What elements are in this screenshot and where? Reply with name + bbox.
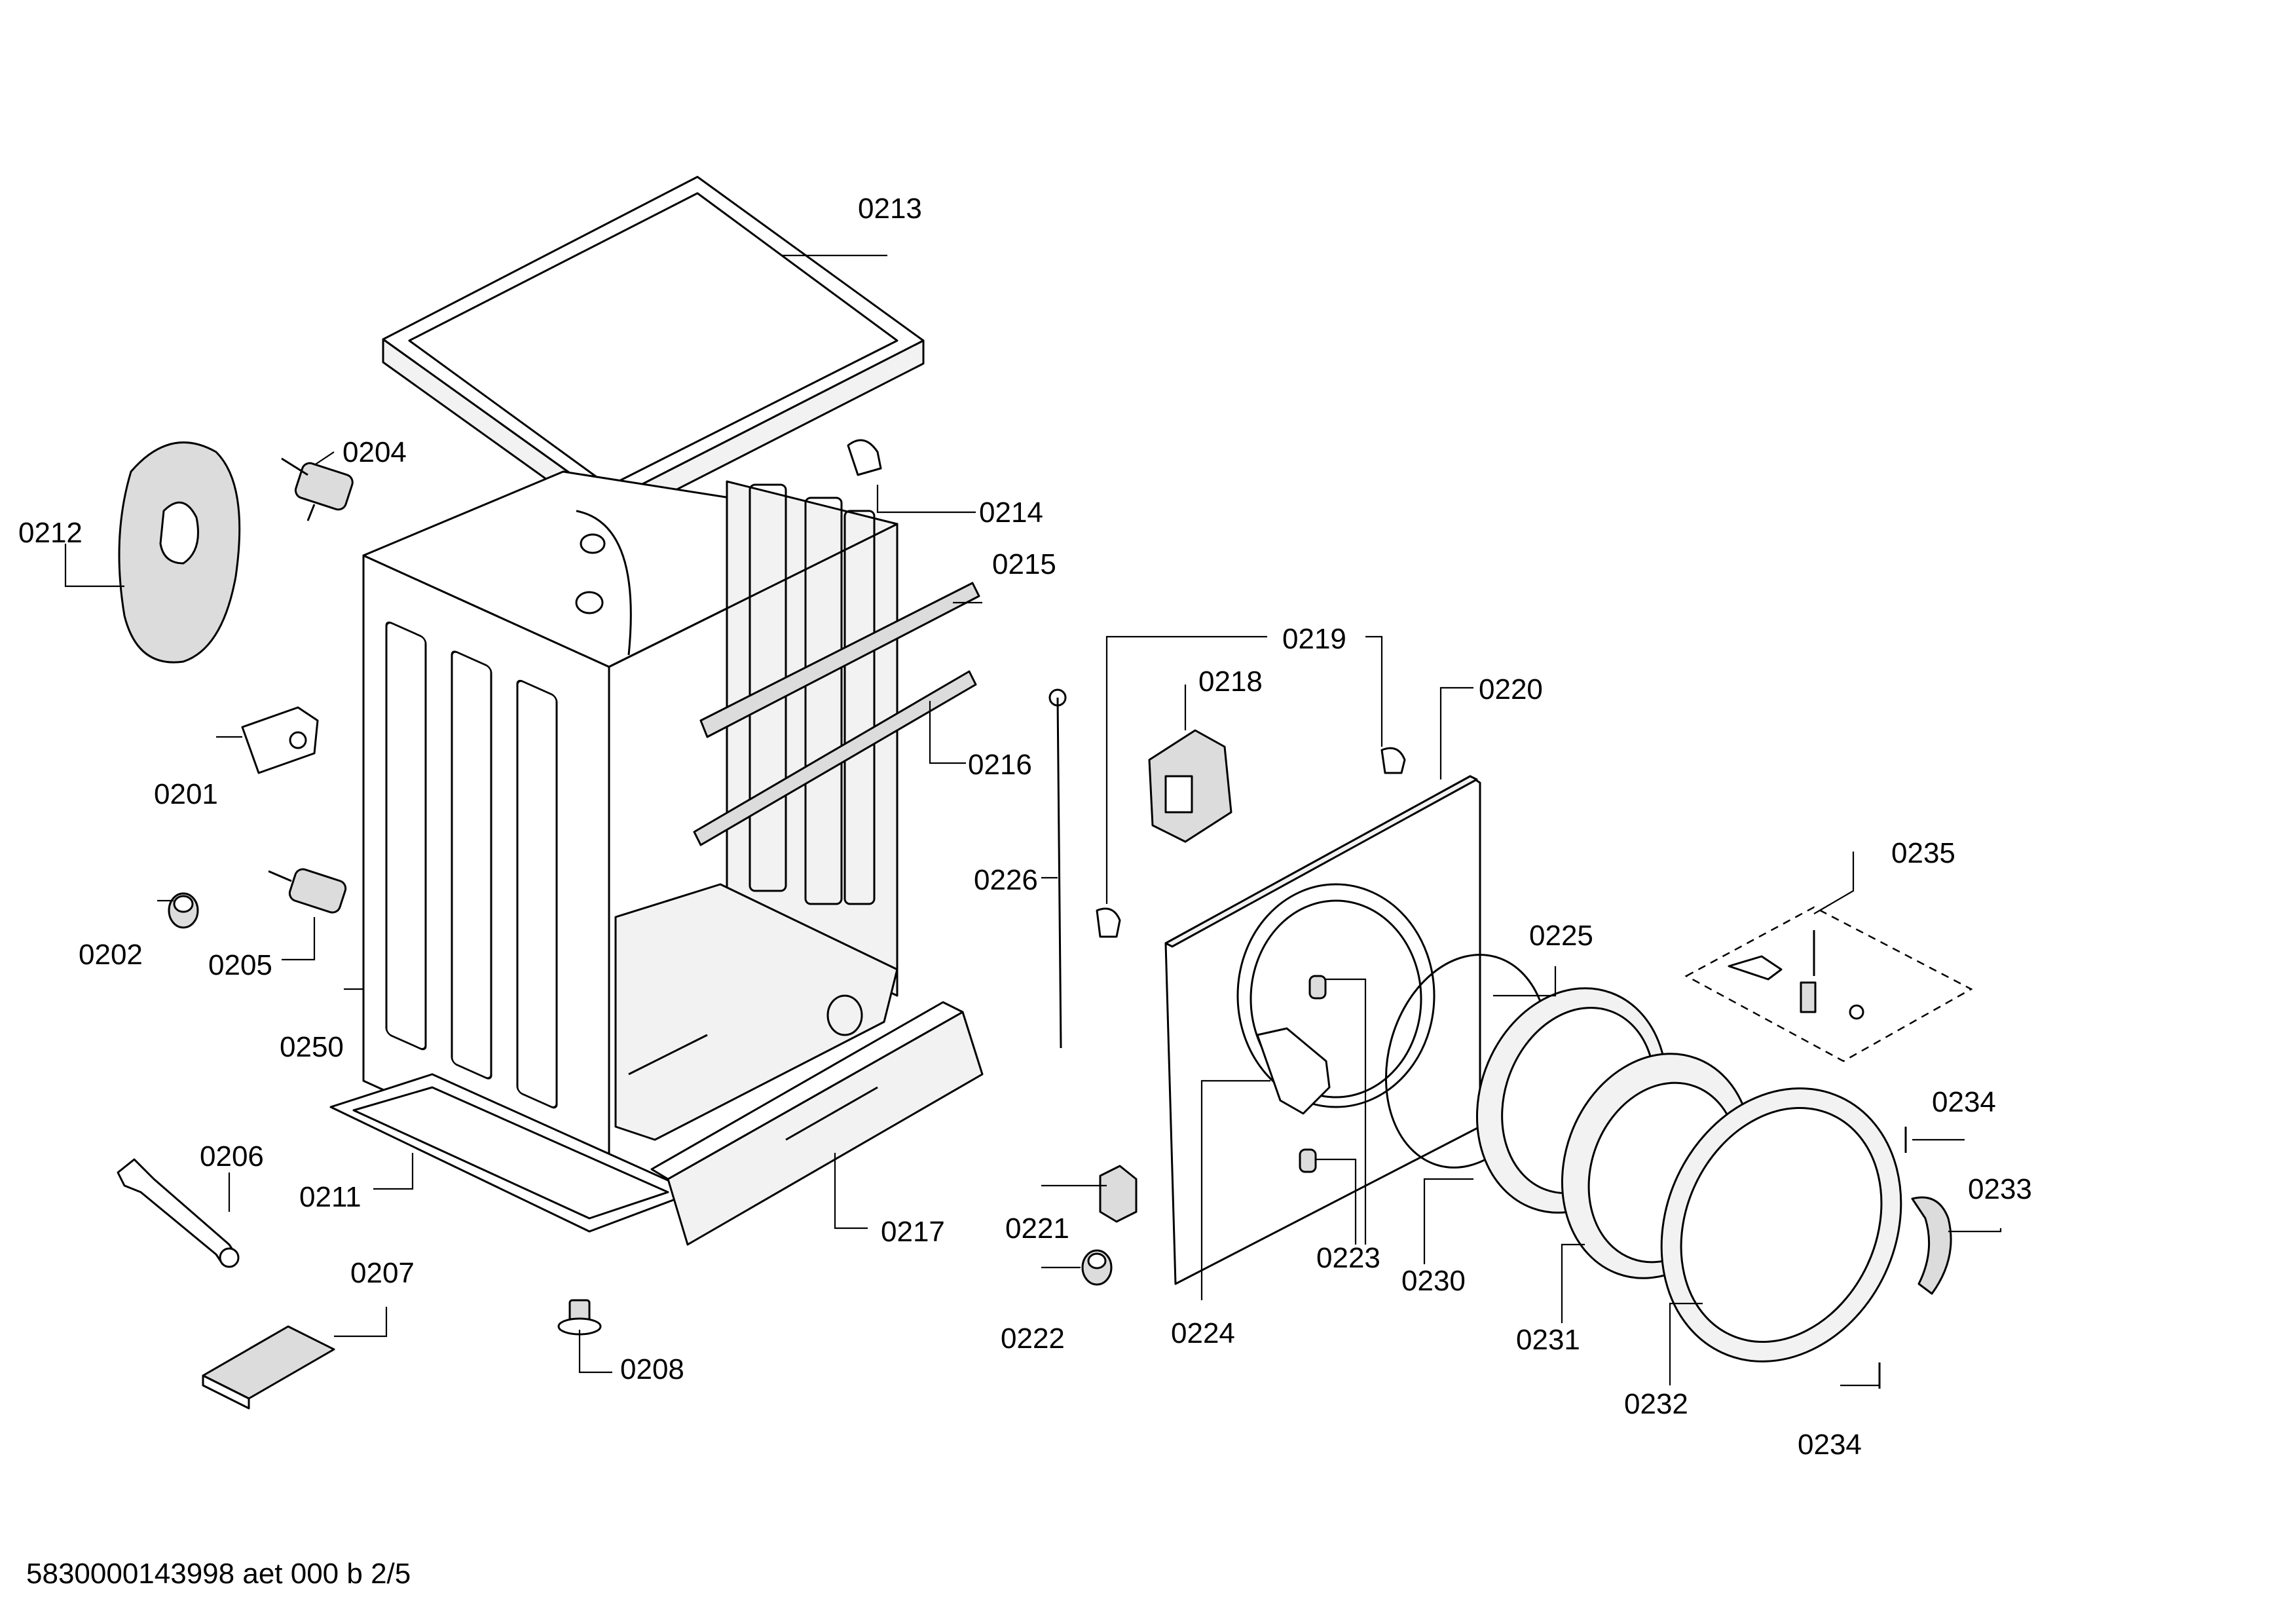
label-0222: 0222 (1001, 1323, 1065, 1355)
label-0201: 0201 (154, 778, 218, 810)
label-0202: 0202 (79, 939, 143, 971)
label-0208: 0208 (620, 1353, 684, 1385)
label-0216: 0216 (968, 749, 1032, 781)
label-0219: 0219 (1282, 623, 1346, 655)
label-0217: 0217 (881, 1216, 945, 1248)
label-0218: 0218 (1198, 666, 1263, 698)
label-0212: 0212 (18, 517, 83, 549)
leader-0235 (1813, 852, 1855, 914)
leader-0234b (1840, 1369, 1881, 1387)
leader-0232 (1669, 1302, 1703, 1385)
leader-0233 (1948, 1228, 2002, 1233)
part-0216-rail (693, 670, 977, 846)
label-0224: 0224 (1171, 1317, 1235, 1349)
label-0231: 0231 (1516, 1324, 1580, 1356)
part-0233-handle (1911, 1196, 1952, 1295)
part-0220-front-panel (1164, 775, 1481, 1285)
part-0226-cable (1048, 688, 1067, 1049)
part-0205 (268, 868, 347, 914)
label-0233: 0233 (1968, 1173, 2032, 1205)
part-0212-cover (118, 441, 241, 664)
label-0230: 0230 (1401, 1265, 1466, 1297)
label-0220: 0220 (1479, 673, 1543, 705)
label-0204: 0204 (343, 436, 407, 468)
document-footer-code: 5830000143998 aet 000 b 2/5 (26, 1558, 411, 1590)
leader-lines (64, 254, 2002, 1387)
leader-0224 (1200, 1079, 1270, 1300)
leader-0204 (314, 451, 335, 466)
part-0223-pin-b (1299, 1148, 1317, 1173)
leader-0223 (1325, 978, 1367, 1245)
label-0223: 0223 (1316, 1242, 1380, 1274)
leader-0230 (1423, 1178, 1473, 1264)
part-0223-pin-a (1308, 975, 1327, 1000)
part-0208-foot (557, 1299, 602, 1336)
part-0213-worktop (382, 176, 925, 525)
label-0232: 0232 (1624, 1388, 1688, 1420)
label-0250: 0250 (280, 1031, 344, 1063)
leader-0231 (1561, 1243, 1585, 1323)
leader-0214 (876, 485, 976, 514)
leader-0211 (373, 1153, 414, 1190)
label-0235: 0235 (1891, 837, 1955, 869)
label-0214: 0214 (979, 497, 1043, 529)
part-0201 (241, 706, 319, 774)
part-0222-button (1081, 1249, 1113, 1286)
part-0217-plinth (650, 1001, 984, 1246)
leader-0219b (1365, 635, 1383, 747)
label-0234a: 0234 (1932, 1086, 1996, 1118)
label-0213: 0213 (858, 193, 922, 225)
leader-0216 (929, 701, 966, 764)
part-0224-latch (1256, 1027, 1331, 1115)
part-0207-bracket (202, 1325, 335, 1410)
leader-0212 (64, 544, 124, 588)
part-0235-kit (1684, 906, 1973, 1062)
part-0218-module (1148, 729, 1232, 843)
part-0221-lock (1099, 1165, 1138, 1223)
part-0215-rail (699, 582, 980, 738)
label-0221: 0221 (1005, 1212, 1069, 1245)
leader-0220 (1439, 686, 1473, 779)
part-labels: 0213 0204 0212 0214 0215 0216 0219 0218 … (18, 193, 2032, 1461)
part-0204 (281, 457, 354, 521)
label-0211: 0211 (299, 1181, 361, 1213)
part-0202 (168, 892, 199, 929)
label-0206: 0206 (200, 1140, 264, 1173)
leader-0205 (282, 917, 316, 961)
label-0234b: 0234 (1798, 1429, 1862, 1461)
leader-0208 (578, 1330, 612, 1374)
part-0219-clip-b (1380, 747, 1406, 774)
leader-0219 (1105, 635, 1267, 904)
part-0232-door-outer (1660, 1087, 1902, 1362)
part-0219-clip-a (1096, 907, 1121, 938)
part-0250-cabinet (362, 470, 898, 1193)
label-0207: 0207 (350, 1257, 415, 1289)
leader-0207 (334, 1307, 388, 1338)
leader-0223b (1316, 1158, 1357, 1245)
part-0206-wrench (117, 1158, 240, 1268)
leader-0217 (834, 1153, 868, 1229)
label-0215: 0215 (992, 548, 1056, 580)
label-0205: 0205 (208, 949, 272, 981)
part-0214 (847, 439, 882, 476)
label-0225: 0225 (1529, 920, 1593, 952)
leader-0225 (1493, 966, 1557, 997)
label-0226: 0226 (974, 864, 1038, 896)
